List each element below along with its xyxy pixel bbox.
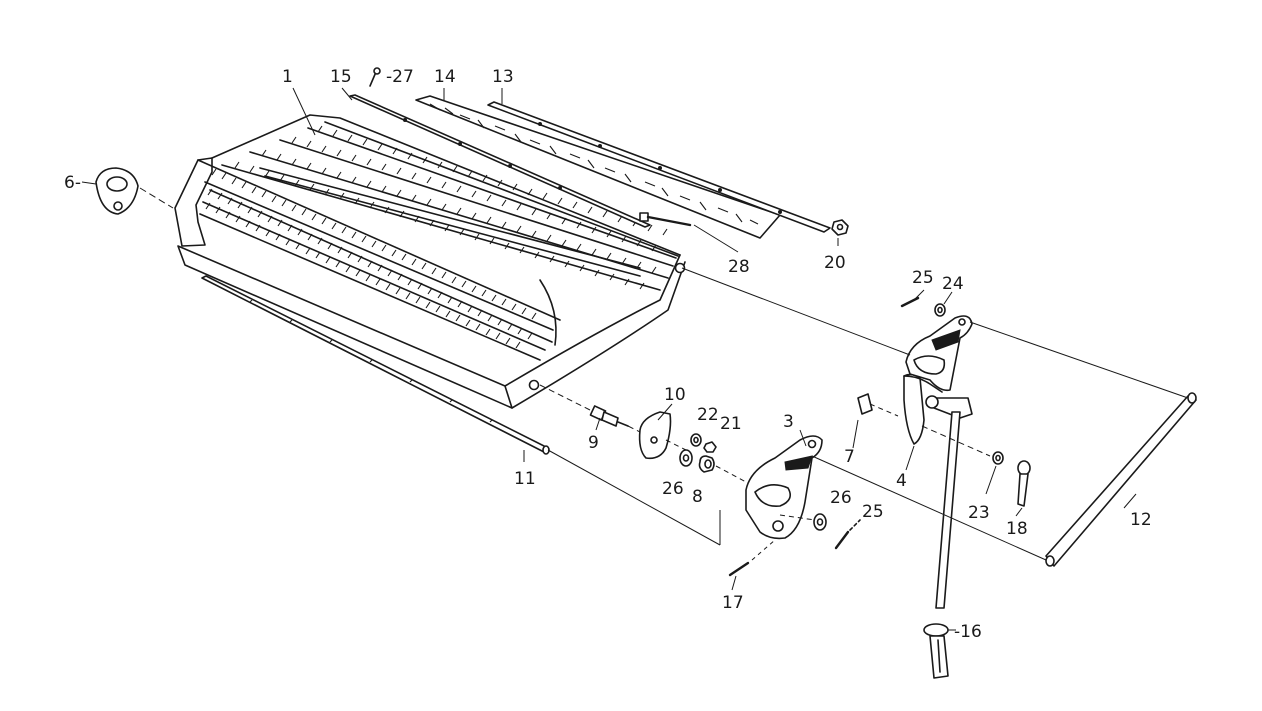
callout-22: 22 bbox=[697, 405, 719, 425]
callout-28: 28 bbox=[728, 257, 750, 277]
callout-10: 10 bbox=[664, 385, 686, 405]
part-13-bar bbox=[487, 101, 831, 233]
callout-23: 23 bbox=[968, 503, 990, 523]
part-8-bushing bbox=[698, 455, 747, 483]
callout-21: 21 bbox=[720, 414, 742, 434]
part-22-washer bbox=[690, 433, 702, 447]
part-1-concave-grate bbox=[174, 114, 686, 409]
part-14-seal-strip bbox=[415, 95, 781, 239]
part-18-handle bbox=[921, 425, 1031, 507]
callout-6: 6- bbox=[64, 173, 81, 193]
callout-9: 9 bbox=[588, 433, 599, 453]
part-10-plate bbox=[638, 411, 687, 460]
callout-14: 14 bbox=[434, 67, 456, 87]
callout-1: 1 bbox=[282, 67, 293, 87]
callout-25-lower: 25 bbox=[862, 502, 884, 522]
callout-25-upper: 25 bbox=[912, 268, 934, 288]
callout-20: 20 bbox=[824, 253, 846, 273]
callout-3: 3 bbox=[783, 412, 794, 432]
part-11-rod bbox=[201, 275, 721, 546]
leader-lines bbox=[81, 87, 1137, 631]
part-7-plate bbox=[857, 393, 899, 417]
callout-13: 13 bbox=[492, 67, 514, 87]
callout-16: -16 bbox=[954, 622, 982, 642]
callout-26-left: 26 bbox=[662, 479, 684, 499]
part-3-bracket bbox=[745, 435, 823, 540]
callout-11: 11 bbox=[514, 469, 536, 489]
callout-7: 7 bbox=[844, 447, 855, 467]
part-24-upper-bracket bbox=[900, 296, 973, 392]
callout-15: 15 bbox=[330, 67, 352, 87]
callout-4: 4 bbox=[896, 471, 907, 491]
callout-24: 24 bbox=[942, 274, 964, 294]
part-23-washer bbox=[992, 451, 1004, 465]
part-26-washer-left bbox=[679, 449, 693, 467]
part-21-nut bbox=[703, 441, 717, 453]
callout-27: -27 bbox=[386, 67, 414, 87]
callout-labels: 1 15 -27 14 13 6- 28 20 25 24 10 22 21 9… bbox=[64, 67, 1152, 642]
part-6-end-bracket bbox=[95, 167, 174, 215]
part-15-strip bbox=[349, 94, 651, 228]
part-26-washer-right bbox=[813, 513, 827, 531]
callout-18: 18 bbox=[1006, 519, 1028, 539]
part-9-bolt bbox=[539, 384, 649, 437]
part-4-lever-bracket bbox=[903, 373, 943, 445]
part-20-nut bbox=[831, 219, 849, 236]
callout-26-right: 26 bbox=[830, 488, 852, 508]
part-12-long-rod bbox=[681, 267, 1197, 567]
part-27-screw bbox=[369, 67, 381, 87]
callout-17: 17 bbox=[722, 593, 744, 613]
part-17-pin bbox=[728, 539, 776, 577]
callout-8: 8 bbox=[692, 487, 703, 507]
callout-12: 12 bbox=[1130, 510, 1152, 530]
part-16-shaft bbox=[923, 395, 973, 679]
part-25-pin-lower bbox=[834, 519, 861, 550]
part-28-bolt bbox=[639, 212, 692, 227]
